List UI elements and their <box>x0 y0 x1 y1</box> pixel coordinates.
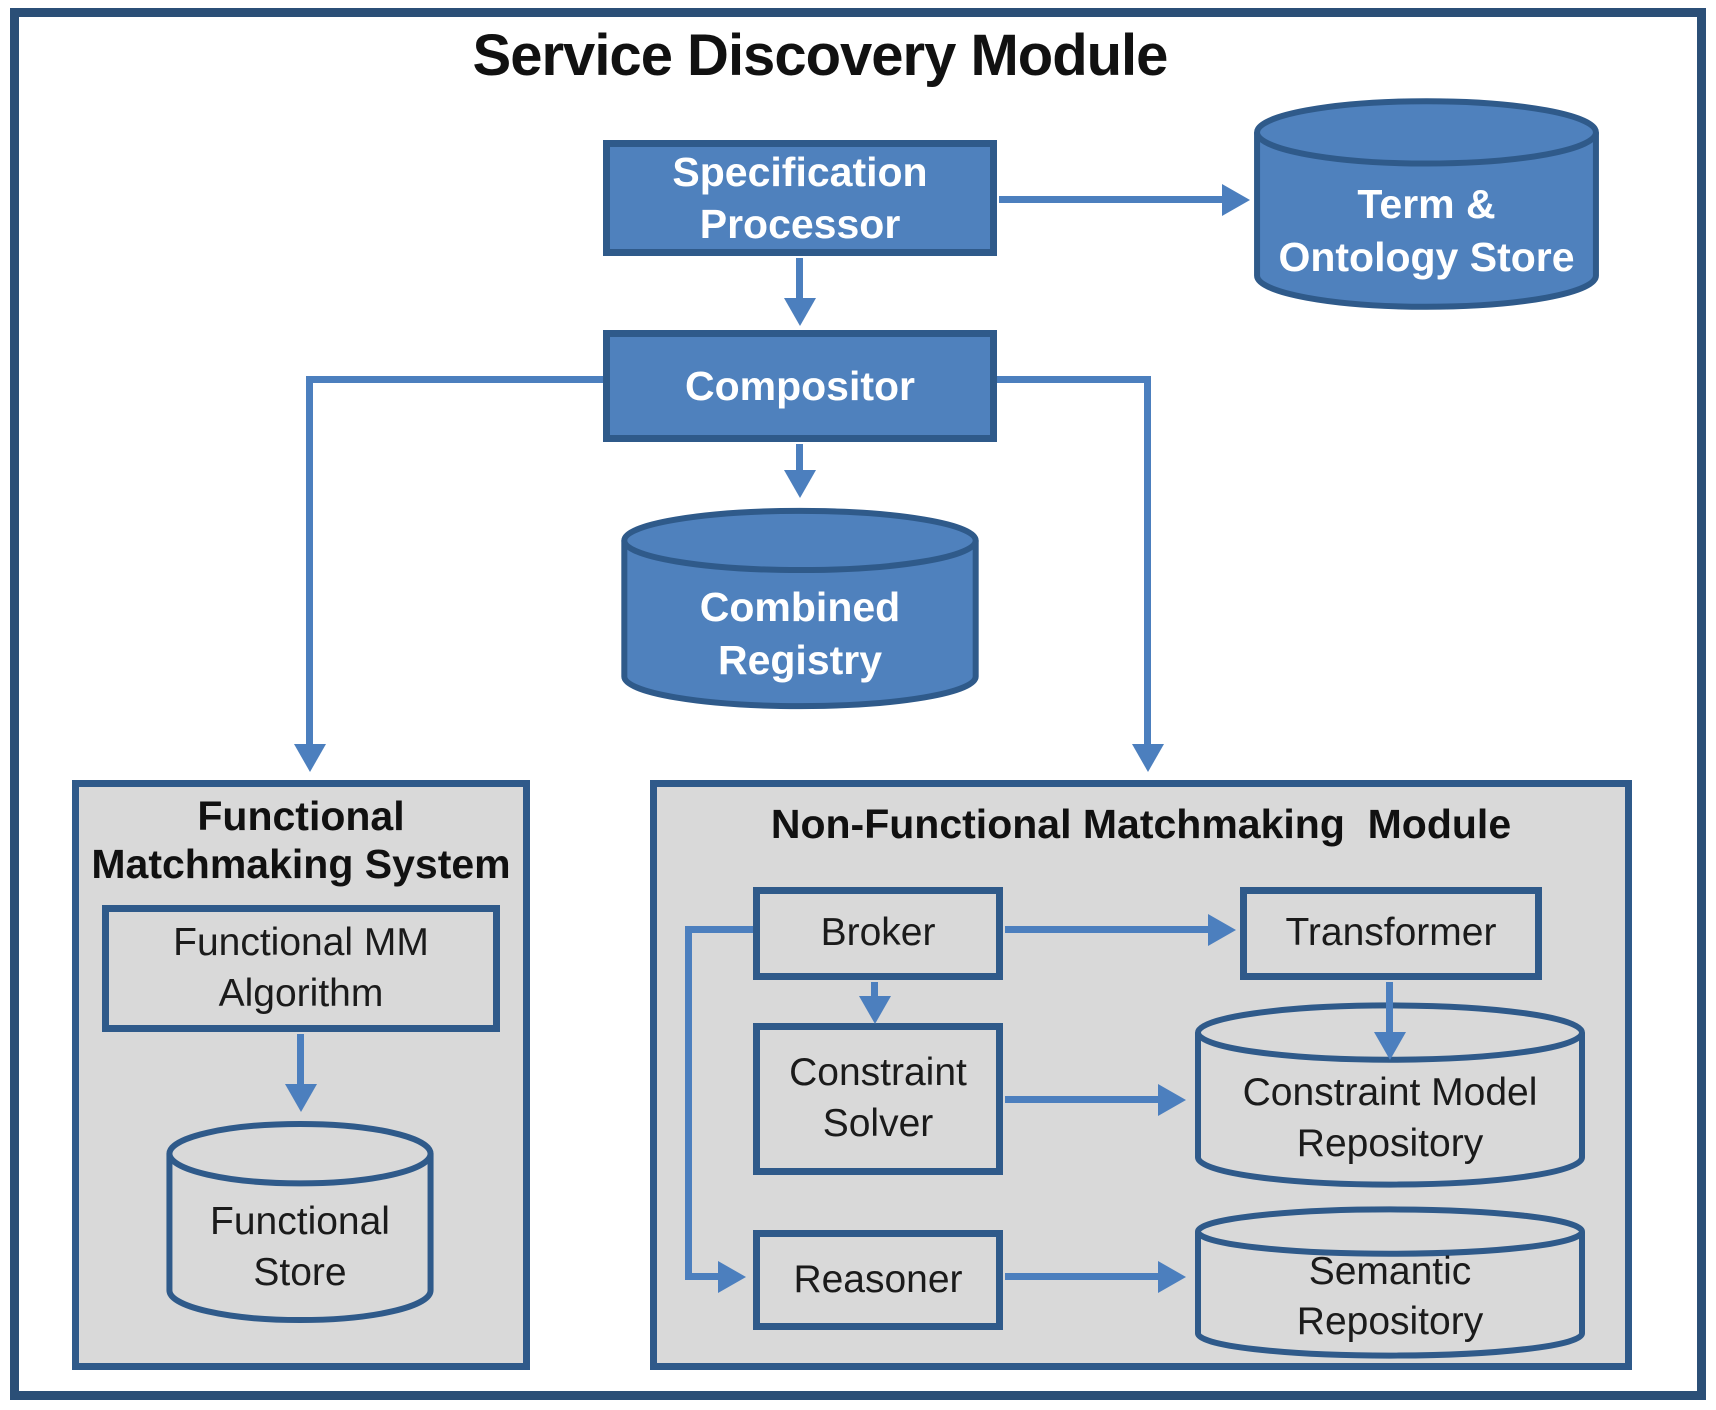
non-functional-module-title: Non-Functional Matchmaking Module <box>770 801 1512 847</box>
connector-broker-to-reasoner-v <box>685 926 692 1276</box>
constraint-model-repository-label-line1: Constraint Model <box>1242 1071 1538 1115</box>
connector-compositor-to-nonfunctional-h <box>997 376 1151 383</box>
constraint-model-repository-label-line2: Repository <box>1296 1121 1484 1165</box>
node-constraint-solver: Constraint Solver <box>753 1023 1003 1175</box>
connector-broker-to-reasoner-h1 <box>685 926 753 933</box>
node-semantic-repository: Semantic Repository <box>1190 1205 1590 1360</box>
arrow-transformer-to-repository-line <box>1386 982 1393 1032</box>
connector-broker-to-reasoner-h2 <box>685 1273 718 1280</box>
semantic-repository-label-line1: Semantic <box>1308 1249 1472 1293</box>
page-title: Service Discovery Module <box>472 23 1169 88</box>
arrow-spec-to-term-head <box>1222 184 1250 216</box>
database-cylinder-shape <box>1250 95 1603 313</box>
reasoner-label: Reasoner <box>793 1257 963 1301</box>
database-cylinder-shape <box>1190 1205 1590 1360</box>
arrow-solver-to-repository-line <box>1005 1096 1158 1103</box>
database-cylinder-shape <box>617 505 983 712</box>
node-specification-processor: Specification Processor <box>603 140 997 256</box>
term-ontology-store-label-line2: Ontology Store <box>1278 234 1575 281</box>
connector-broker-to-reasoner-head <box>718 1261 746 1293</box>
node-functional-store: Functional Store <box>164 1118 436 1326</box>
arrow-compositor-to-registry-head <box>784 470 816 498</box>
specification-processor-label-line2: Processor <box>699 201 901 247</box>
arrow-broker-to-transformer-head <box>1208 914 1236 946</box>
broker-label: Broker <box>820 911 936 955</box>
connector-compositor-to-nonfunctional-head <box>1132 744 1164 772</box>
arrow-broker-to-transformer-line <box>1005 926 1208 933</box>
node-constraint-model-repository: Constraint Model Repository <box>1190 1000 1590 1190</box>
arrow-transformer-to-repository-head <box>1374 1032 1406 1060</box>
functional-module-title-line1: Functional <box>197 793 405 839</box>
connector-compositor-to-functional-v <box>306 376 313 744</box>
functional-mm-algorithm-label-line1: Functional MM <box>173 920 429 964</box>
constraint-solver-label-line2: Solver <box>822 1102 934 1145</box>
arrow-mm-algorithm-to-store-head <box>285 1084 317 1112</box>
node-combined-registry: Combined Registry <box>617 505 983 712</box>
combined-registry-label-line1: Combined <box>699 584 901 631</box>
specification-processor-label-line1: Specification <box>672 148 928 195</box>
node-reasoner: Reasoner <box>753 1230 1003 1330</box>
functional-module-title: Functional Matchmaking System <box>72 792 530 889</box>
functional-module-title-line2: Matchmaking System <box>91 841 511 888</box>
arrow-spec-to-compositor-line <box>796 258 803 298</box>
arrow-reasoner-to-semantic-head <box>1158 1261 1186 1293</box>
node-functional-mm-algorithm: Functional MM Algorithm <box>102 905 500 1032</box>
transformer-label: Transformer <box>1285 911 1497 955</box>
database-cylinder-shape <box>164 1118 436 1326</box>
connector-compositor-to-functional-head <box>294 744 326 772</box>
arrow-solver-to-repository-head <box>1158 1084 1186 1116</box>
node-compositor: Compositor <box>603 330 997 442</box>
connector-compositor-to-functional-h <box>306 376 603 383</box>
arrow-broker-to-solver-head <box>859 996 891 1024</box>
arrow-broker-to-solver-line <box>871 982 878 996</box>
term-ontology-store-label-line1: Term & <box>1357 180 1496 227</box>
arrow-mm-algorithm-to-store-line <box>297 1034 304 1084</box>
functional-store-label-line1: Functional <box>210 1200 390 1244</box>
constraint-solver-label-line1: Constraint <box>789 1051 967 1095</box>
combined-registry-label-line2: Registry <box>717 637 883 684</box>
arrow-spec-to-term-line <box>999 196 1222 203</box>
connector-compositor-to-nonfunctional-v <box>1144 376 1151 744</box>
node-transformer: Transformer <box>1240 887 1542 980</box>
arrow-spec-to-compositor-head <box>784 298 816 326</box>
functional-store-label-line2: Store <box>253 1251 347 1294</box>
functional-mm-algorithm-label-line2: Algorithm <box>218 971 384 1015</box>
compositor-label: Compositor <box>684 362 916 409</box>
semantic-repository-label-line2: Repository <box>1296 1300 1484 1344</box>
node-broker: Broker <box>753 887 1003 980</box>
arrow-reasoner-to-semantic-line <box>1005 1273 1158 1280</box>
arrow-compositor-to-registry-line <box>796 444 803 470</box>
node-term-ontology-store: Term & Ontology Store <box>1250 95 1603 313</box>
